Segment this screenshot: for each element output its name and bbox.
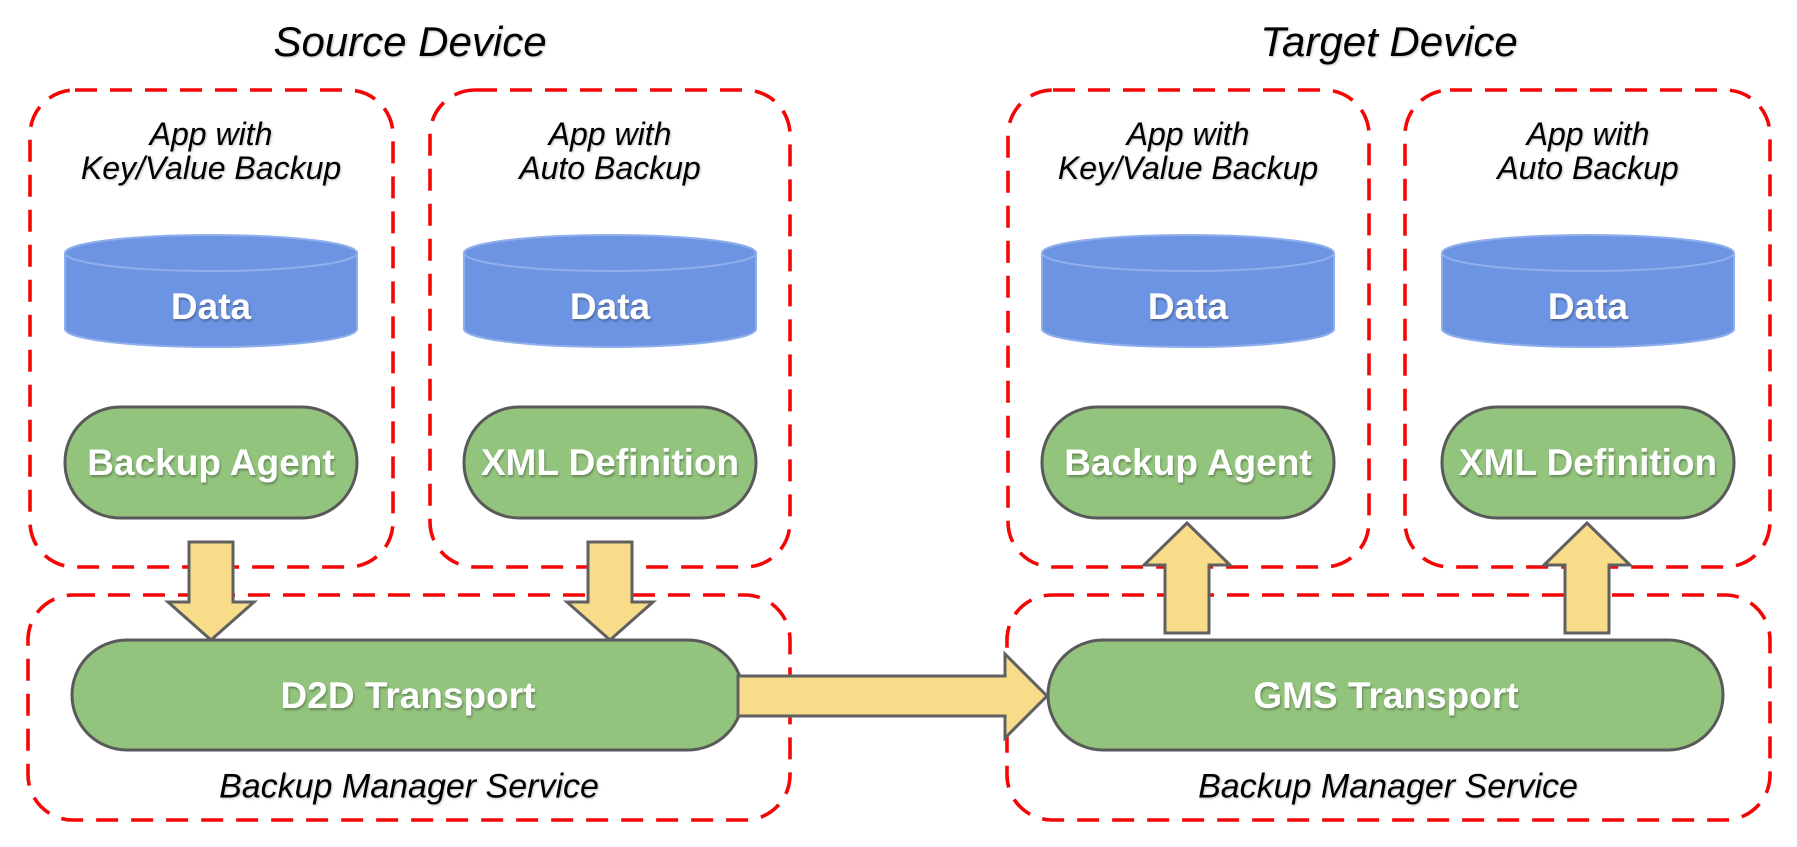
up-arrow-gms-to-backup-agent (1140, 520, 1234, 635)
target-app-keyvalue-boundary (1006, 88, 1371, 569)
source-app-auto-boundary (428, 88, 792, 569)
source-backup-agent-pill (63, 405, 359, 520)
app-title-line1: App with (149, 116, 273, 152)
source-xml-definition-pill (462, 405, 758, 520)
target-app-auto-boundary (1403, 88, 1772, 569)
target-xml-definition-pill (1440, 405, 1736, 520)
target-auto-data-cylinder (1441, 234, 1735, 348)
source-xml-definition-label: XML Definition (480, 442, 740, 483)
source-auto-data-cylinder (463, 234, 757, 348)
gms-transport-label: GMS Transport (1253, 675, 1519, 716)
app-title-line2: Key/Value Backup (80, 150, 342, 186)
target-app-keyvalue-title: App with Key/Value Backup (1058, 117, 1318, 185)
right-arrow-d2d-to-gms (736, 650, 1050, 742)
target-backup-agent-pill (1040, 405, 1336, 520)
source-keyvalue-data-cylinder (64, 234, 358, 348)
d2d-transport-label: D2D Transport (280, 675, 536, 716)
source-device-title: Source Device (273, 18, 547, 65)
app-title-line2: Auto Backup (519, 150, 701, 186)
app-title-line1: App with (1526, 116, 1650, 152)
app-title-line2: Key/Value Backup (1057, 150, 1319, 186)
source-backup-manager-service-label: Backup Manager Service (219, 767, 599, 806)
app-title-line1: App with (1126, 116, 1250, 152)
app-title-line2: Auto Backup (1497, 150, 1679, 186)
target-xml-definition-label: XML Definition (1458, 442, 1718, 483)
app-title-line1: App with (548, 116, 672, 152)
target-app-auto-title: App with Auto Backup (1497, 117, 1678, 185)
up-arrow-gms-to-xml-definition (1540, 520, 1634, 635)
target-keyvalue-data-cylinder (1041, 234, 1335, 348)
target-keyvalue-data-label: Data (1147, 286, 1229, 327)
source-keyvalue-data-label: Data (170, 286, 252, 327)
source-app-keyvalue-title: App with Key/Value Backup (81, 117, 341, 185)
down-arrow-backup-agent-to-d2d (164, 540, 258, 643)
target-auto-data-label: Data (1547, 286, 1629, 327)
target-backup-manager-service-label: Backup Manager Service (1198, 767, 1578, 806)
source-backup-agent-label: Backup Agent (87, 442, 335, 483)
source-auto-data-label: Data (569, 286, 651, 327)
down-arrow-xml-definition-to-d2d (563, 540, 657, 643)
source-app-keyvalue-boundary (28, 88, 395, 569)
target-device-title: Target Device (1260, 18, 1518, 65)
source-app-auto-title: App with Auto Backup (519, 117, 700, 185)
target-backup-agent-label: Backup Agent (1064, 442, 1312, 483)
